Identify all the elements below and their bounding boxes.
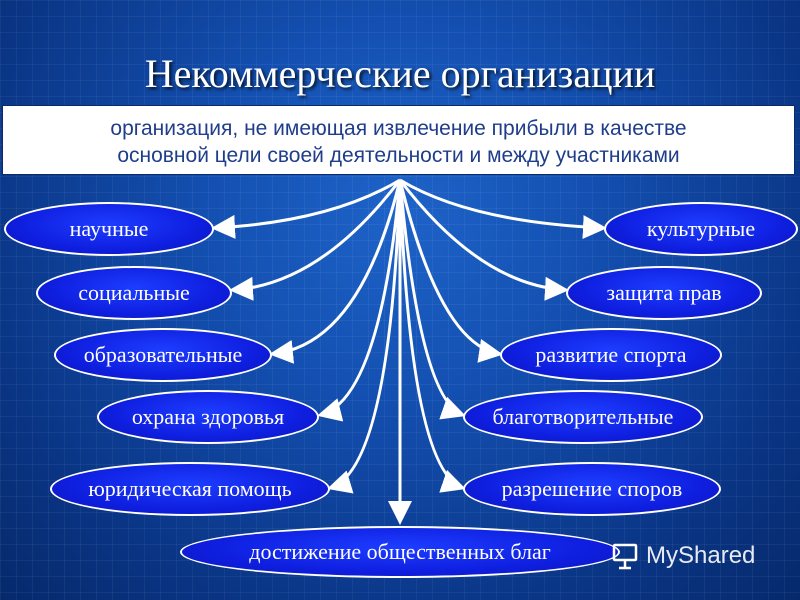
arrow-to-zashchita xyxy=(398,179,569,301)
category-obrazovatelnye: образовательные xyxy=(54,328,272,382)
arrow-to-okhrana xyxy=(317,179,402,422)
arrow-to-yuridicheskaya xyxy=(327,179,402,494)
arrow-to-nauchnye xyxy=(211,178,401,239)
category-okhrana-zdorovya: охрана здоровья xyxy=(97,390,319,444)
watermark: MyShared xyxy=(610,538,790,574)
category-kulturnye: культурные xyxy=(604,202,798,256)
arrow-to-sport xyxy=(398,179,503,363)
category-razreshenie-sporov: разрешение споров xyxy=(463,462,721,516)
slide-title: Некоммерческие организации xyxy=(144,51,656,96)
presentation-board-icon xyxy=(612,543,638,570)
category-yuridicheskaya-pomoshch: юридическая помощь xyxy=(50,462,330,516)
watermark-text: MyShared xyxy=(646,542,756,569)
category-dostizhenie-blag: достижение общественных благ xyxy=(180,526,620,578)
category-nauchnye: научные xyxy=(4,202,214,256)
arrow-to-socialnye xyxy=(229,179,402,301)
arrow-to-kulturnye xyxy=(399,178,607,240)
definition-line-2: основной цели своей деятельности и между… xyxy=(117,144,680,167)
category-zashchita-prav: защита прав xyxy=(566,266,762,320)
arrow-to-spory xyxy=(398,179,466,493)
arrow-to-blagotvoritelnye xyxy=(398,179,466,420)
category-razvitie-sporta: развитие спорта xyxy=(500,328,722,382)
category-socialnye: социальные xyxy=(36,266,232,320)
definition-line-1: организация, не имеющая извлечение прибы… xyxy=(110,117,687,140)
category-blagotvoritelnye: благотворительные xyxy=(463,390,703,444)
definition-box: организация, не имеющая извлечение прибы… xyxy=(2,105,795,175)
arrow-to-obrazovatelnye xyxy=(269,179,402,364)
